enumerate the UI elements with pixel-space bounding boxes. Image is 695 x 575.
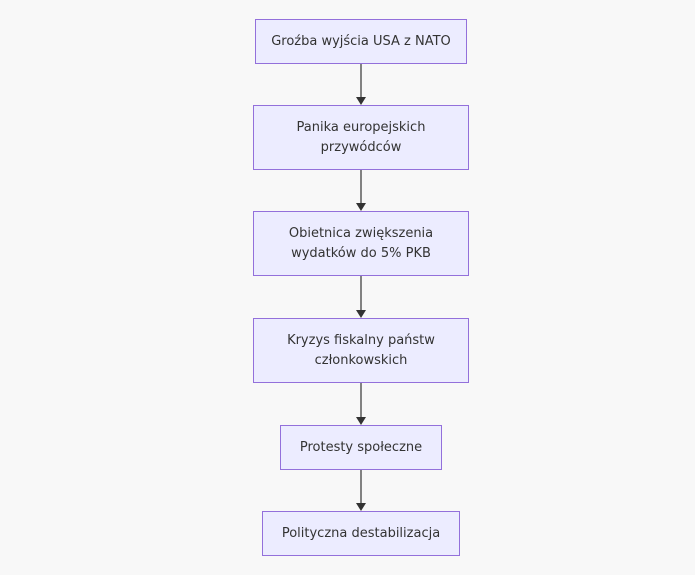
edge-n2-n3: [356, 170, 366, 211]
node-fiscal-crisis: Kryzys fiskalny państw członkowskich: [253, 318, 469, 383]
node-political-destabilization: Polityczna destabilizacja: [262, 511, 460, 556]
edge-n5-n6: [356, 469, 366, 511]
edge-n3-n4: [356, 276, 366, 318]
edge-n4-n5: [356, 383, 366, 425]
edge-n1-n2: [356, 63, 366, 105]
node-european-leaders-panic: Panika europejskich przywódców: [253, 105, 469, 170]
node-social-protests: Protesty społeczne: [280, 425, 442, 470]
node-spending-promise: Obietnica zwiększenia wydatków do 5% PKB: [253, 211, 469, 276]
node-usa-nato-threat: Groźba wyjścia USA z NATO: [255, 19, 467, 64]
